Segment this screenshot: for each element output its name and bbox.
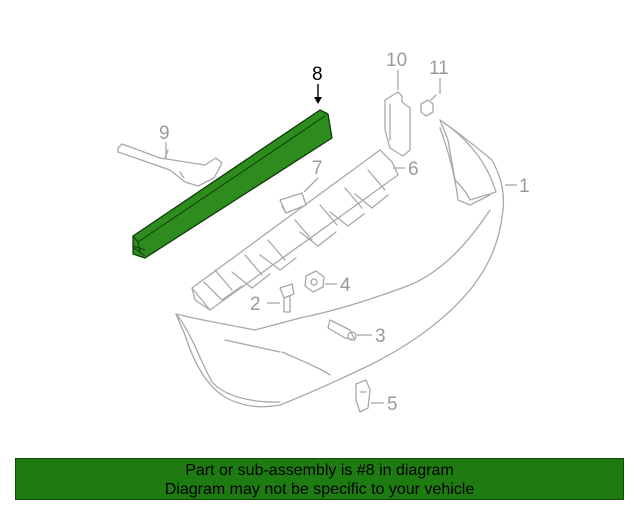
part-8-reinforcement[interactable]	[132, 109, 333, 259]
part-3-fastener[interactable]	[327, 319, 357, 341]
callout-7: 7	[312, 158, 323, 179]
parts-diagram: 1 2 3 4 5 6 7 8 9 10 11	[117, 50, 530, 415]
callout-6: 6	[408, 159, 419, 180]
part-2-push-clip[interactable]	[279, 283, 295, 313]
callout-10: 10	[386, 50, 407, 71]
banner-line-1: Part or sub-assembly is #8 in diagram	[185, 462, 454, 479]
part-1-bumper-cover[interactable]	[175, 119, 505, 408]
callout-5: 5	[387, 394, 398, 415]
part-4-nut[interactable]	[304, 270, 325, 293]
part-10-bracket[interactable]	[384, 91, 411, 157]
callout-11: 11	[429, 58, 449, 79]
part-7-clip[interactable]	[279, 192, 307, 214]
callout-2: 2	[250, 294, 261, 315]
callout-9: 9	[159, 123, 170, 144]
callout-8: 8	[312, 64, 323, 85]
banner-line-2: Diagram may not be specific to your vehi…	[164, 481, 475, 498]
part-11-bolt[interactable]	[420, 94, 437, 117]
part-5-clip[interactable]	[355, 379, 371, 413]
callout-1: 1	[519, 176, 530, 197]
leader-lines	[165, 70, 517, 404]
callout-4: 4	[340, 275, 351, 296]
part-6-energy-absorber[interactable]	[191, 149, 399, 311]
part-9-side-bracket[interactable]	[117, 143, 223, 187]
callout-3: 3	[375, 326, 386, 347]
disclaimer-banner: Part or sub-assembly is #8 in diagram Di…	[15, 458, 624, 500]
